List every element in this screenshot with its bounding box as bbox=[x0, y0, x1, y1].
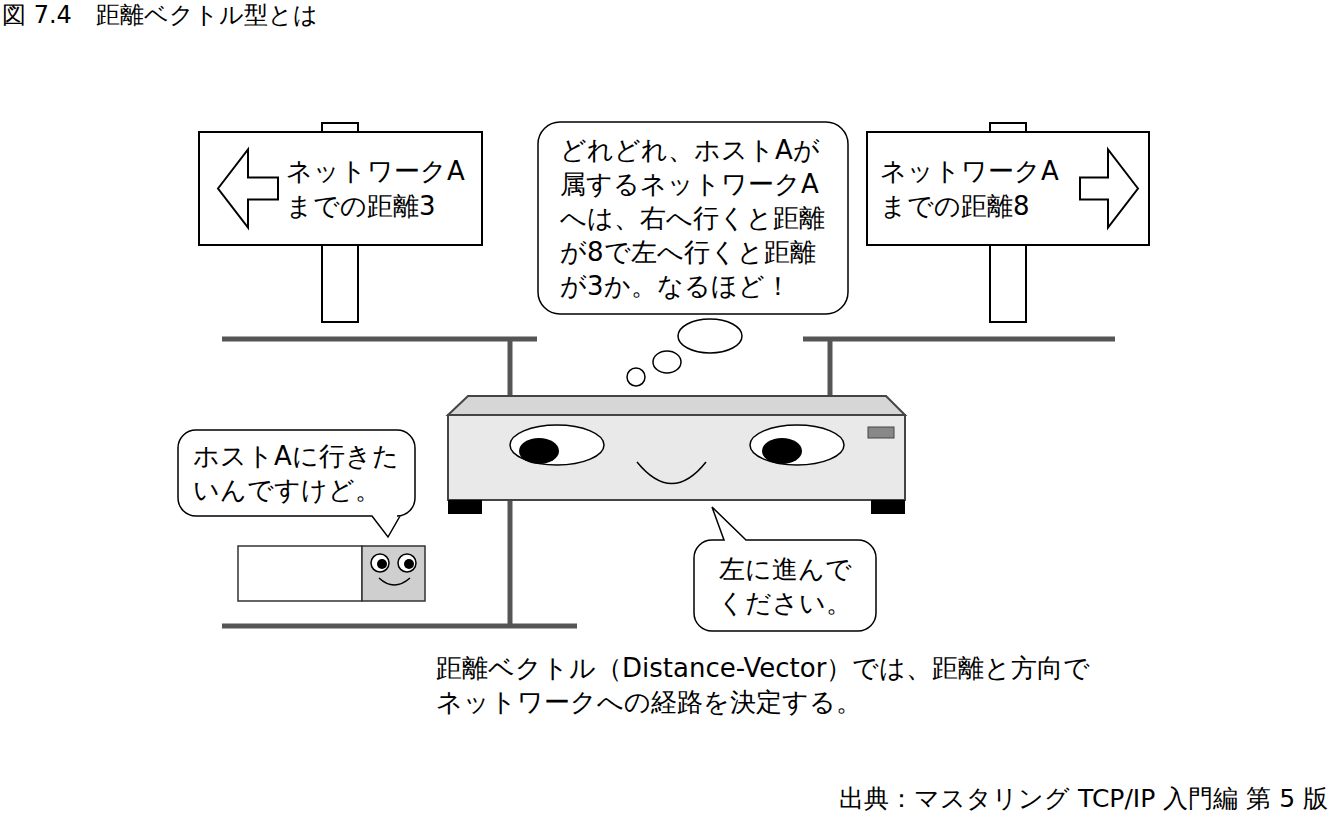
router-pupil bbox=[519, 438, 559, 464]
bubble-outline bbox=[694, 507, 876, 631]
direction-arrow bbox=[218, 150, 278, 228]
host-face bbox=[362, 546, 425, 601]
router-pupil bbox=[762, 438, 802, 464]
router-smile bbox=[637, 462, 706, 484]
host-eye bbox=[371, 554, 389, 572]
router-led bbox=[868, 427, 894, 438]
bubble-outline bbox=[178, 430, 415, 537]
figure-title: 図 7.4 距離ベクトル型とは bbox=[2, 0, 318, 30]
thought-dot bbox=[627, 368, 645, 386]
router-foot bbox=[871, 500, 905, 514]
thought-dot bbox=[678, 319, 742, 353]
network-line bbox=[803, 337, 1115, 342]
router-illustration bbox=[448, 396, 905, 514]
host-pupil bbox=[377, 559, 387, 569]
router-eye bbox=[510, 425, 604, 465]
thought-text: どれどれ、ホストAが 属するネットワークA へは、右へ行くと距離 が8で左へ行く… bbox=[560, 133, 830, 303]
direction-arrow bbox=[1080, 150, 1138, 228]
bubble-outline bbox=[538, 122, 848, 314]
speech-text: 左に進んで ください。 bbox=[714, 552, 856, 620]
speech-bubble: 左に進んで ください。 bbox=[694, 540, 876, 631]
router-eye bbox=[750, 425, 844, 465]
signboard-outline bbox=[198, 131, 483, 246]
router-top bbox=[448, 396, 905, 415]
host-eye bbox=[398, 554, 416, 572]
speech-text: ホストAに行きた いんですけど。 bbox=[193, 439, 401, 507]
network-line bbox=[222, 337, 537, 342]
signboard-panel bbox=[199, 132, 482, 245]
router-foot bbox=[448, 500, 482, 514]
sign-text: ネットワークA までの距離3 bbox=[286, 154, 471, 224]
router-front bbox=[448, 415, 905, 500]
source-note: 出典：マスタリング TCP/IP 入門編 第 5 版 bbox=[839, 784, 1328, 814]
signboard-outline bbox=[866, 131, 1150, 246]
host-body bbox=[238, 546, 362, 601]
thought-dots bbox=[627, 319, 742, 386]
speech-bubble: ホストAに行きた いんですけど。 bbox=[178, 430, 415, 516]
host-smile bbox=[379, 578, 410, 585]
thought-bubble: どれどれ、ホストAが 属するネットワークA へは、右へ行くと距離 が8で左へ行く… bbox=[538, 122, 848, 314]
network-line bbox=[222, 624, 577, 629]
thought-dot bbox=[653, 351, 681, 373]
host-illustration bbox=[238, 546, 425, 601]
network-line bbox=[508, 339, 513, 400]
network-line bbox=[828, 339, 833, 400]
signboard: ネットワークA までの距離8 bbox=[866, 131, 1150, 246]
signboard-panel bbox=[867, 132, 1149, 245]
sign-text: ネットワークA までの距離8 bbox=[880, 154, 1062, 224]
network-line bbox=[508, 498, 513, 626]
signboard: ネットワークA までの距離3 bbox=[198, 131, 483, 246]
figure-caption: 距離ベクトル（Distance-Vector）では、距離と方向で ネットワークへ… bbox=[436, 651, 1196, 719]
host-pupil bbox=[404, 559, 414, 569]
